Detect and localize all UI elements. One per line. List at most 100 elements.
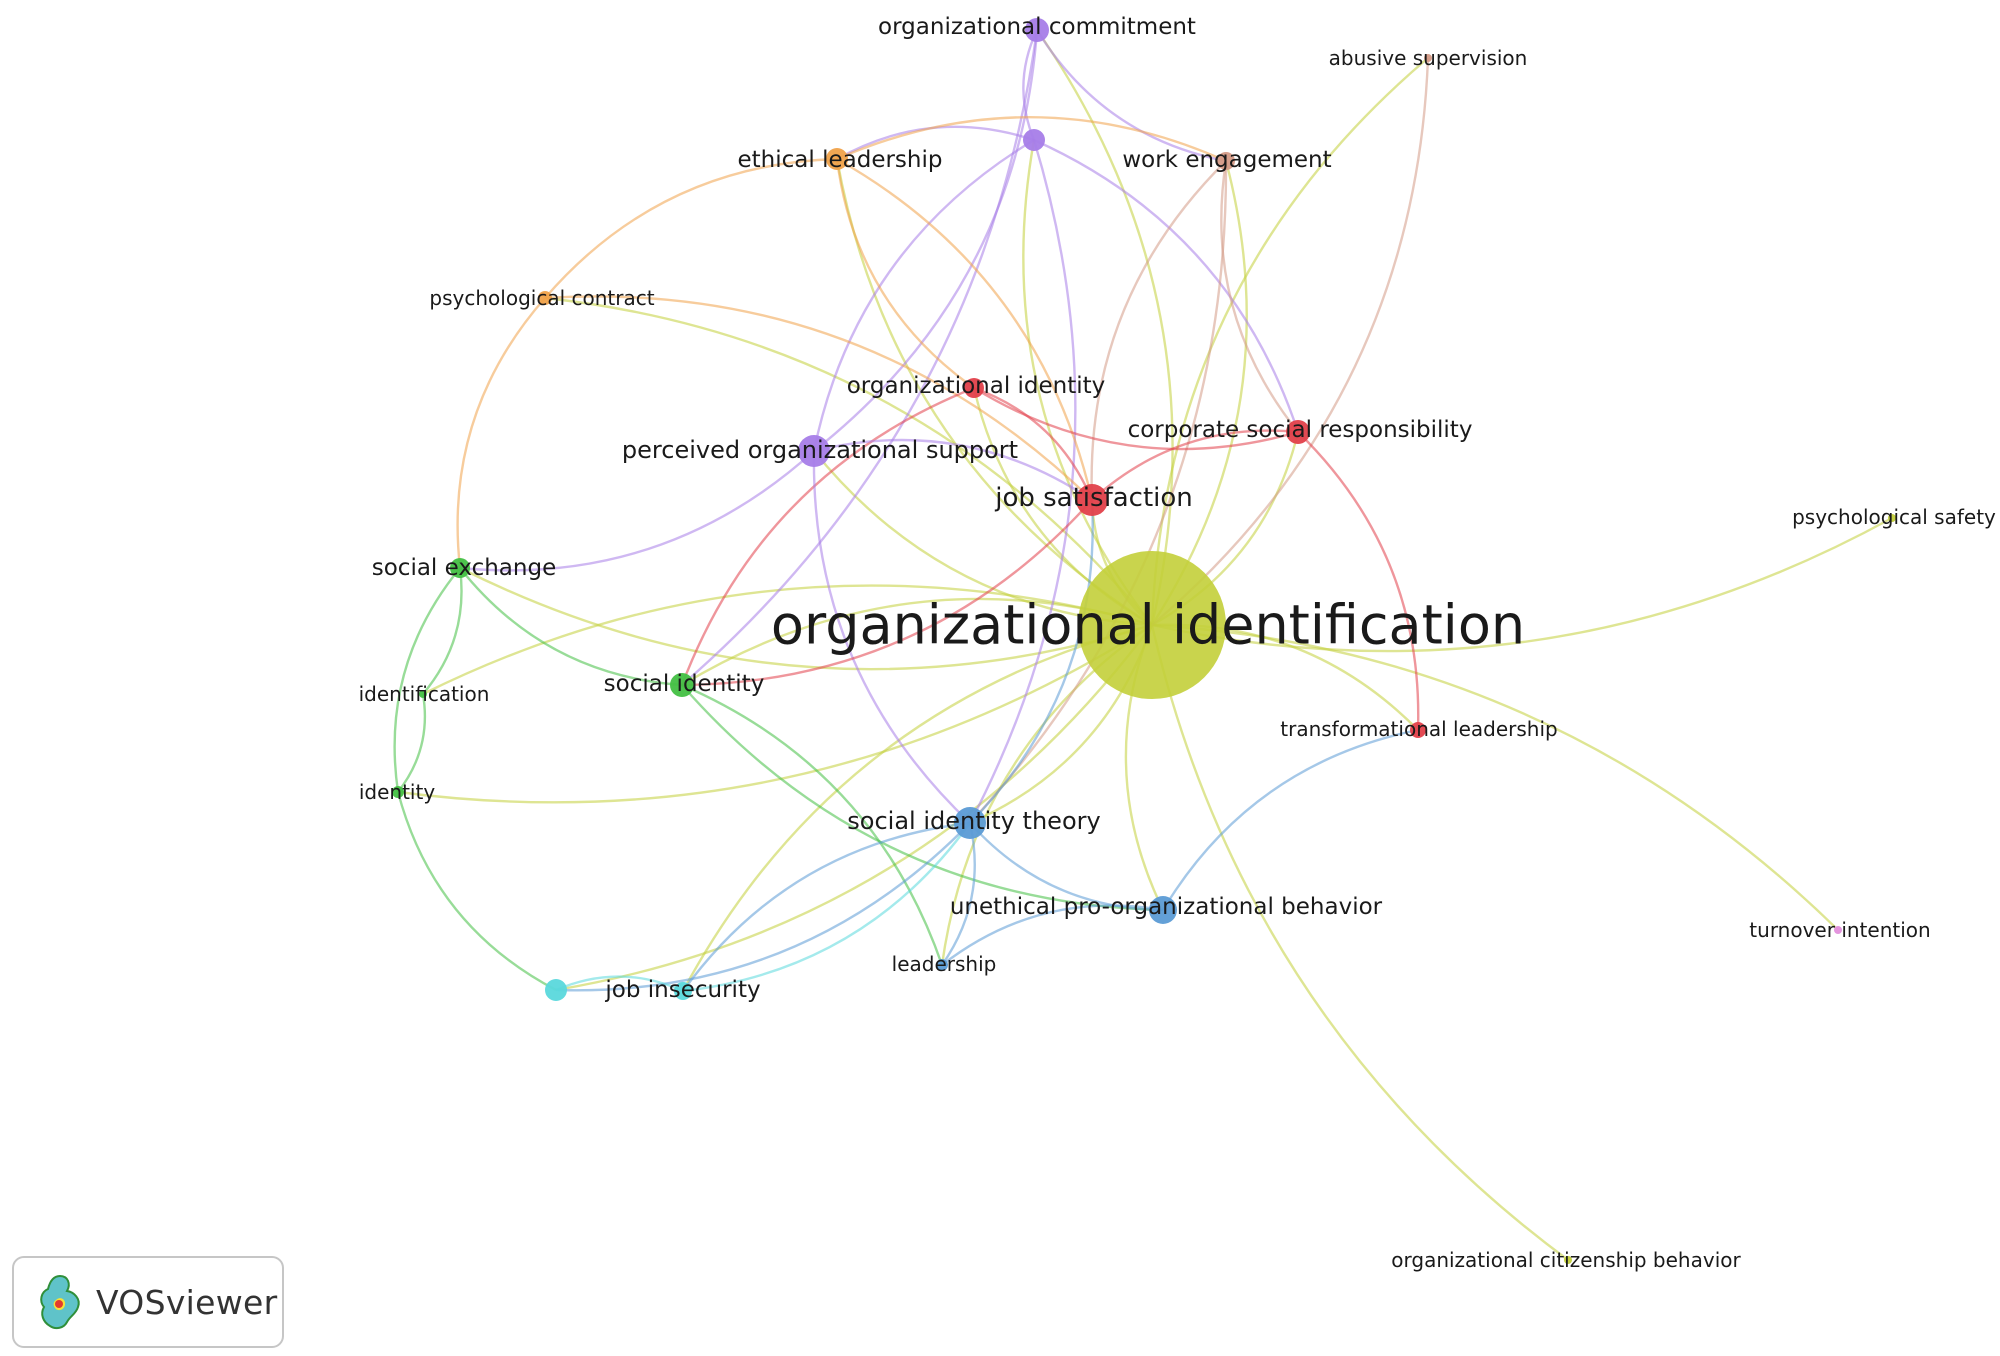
label-oc: organizational commitment xyxy=(878,14,1196,40)
label-ps: psychological safety xyxy=(1792,505,1996,529)
vosviewer-badge: VOSviewer xyxy=(12,1256,284,1348)
edge-pos-js xyxy=(813,438,1093,501)
edge-pc-se xyxy=(456,297,546,569)
label-el: ethical leadership xyxy=(738,147,943,173)
edge-oi-pc xyxy=(544,296,1153,626)
edge-upb-lead xyxy=(941,904,1164,966)
label-upb: unethical pro-organizational behavior xyxy=(950,894,1383,920)
edge-js-sid xyxy=(681,499,1093,687)
edge-oi-p2 xyxy=(1022,139,1153,626)
edge-pos-se xyxy=(459,450,815,572)
edge-as-oi xyxy=(1151,57,1430,626)
node-oc[interactable] xyxy=(1025,18,1049,42)
edge-el-we xyxy=(836,116,1227,163)
edge-oc-we xyxy=(1035,29,1227,163)
edge-pos-sit xyxy=(812,450,971,824)
node-csr[interactable] xyxy=(1286,420,1310,444)
node-orgid[interactable] xyxy=(964,378,984,398)
edge-csr-js xyxy=(1091,429,1299,501)
edge-sid-upb xyxy=(681,684,1164,912)
edge-layer xyxy=(393,29,1893,1261)
edge-sit-c1 xyxy=(555,822,971,992)
vosviewer-logo-text: VOSviewer xyxy=(96,1282,278,1322)
edge-orgid-csr xyxy=(973,386,1299,451)
edge-oi-ocb xyxy=(1150,624,1569,1261)
node-idt[interactable] xyxy=(392,786,404,798)
node-as[interactable] xyxy=(1424,54,1432,62)
edge-oi-oc xyxy=(1036,29,1174,626)
edge-oi-ti xyxy=(1151,623,1839,931)
label-csr: corporate social responsibility xyxy=(1128,417,1473,443)
label-js: job satisfaction xyxy=(994,483,1193,513)
edge-sit-lead xyxy=(941,822,976,966)
edge-se-idt xyxy=(393,567,461,793)
node-sit[interactable] xyxy=(954,807,986,839)
label-pos: perceived organizational support xyxy=(622,436,1018,464)
edge-el-pc xyxy=(544,157,838,299)
edge-el-js xyxy=(836,157,1094,501)
node-js[interactable] xyxy=(1076,484,1108,516)
label-as: abusive supervision xyxy=(1329,46,1528,70)
edge-oi-ji xyxy=(681,623,1153,992)
label-tl: transformational leadership xyxy=(1280,717,1557,741)
edge-oi-as xyxy=(1150,57,1429,626)
edge-se-sid xyxy=(459,567,683,687)
label-ti: turnover intention xyxy=(1749,918,1930,942)
edge-orgid-sid xyxy=(680,386,975,686)
edge-oc-p2 xyxy=(1022,29,1039,141)
edge-pc-js xyxy=(544,295,1093,501)
edge-we-js xyxy=(1090,160,1227,501)
edge-oc-sid xyxy=(681,29,1039,686)
label-ident: identification xyxy=(359,682,490,706)
edge-sit-js xyxy=(969,499,1094,824)
label-ocb: organizational citizenship behavior xyxy=(1391,1248,1741,1272)
label-idt: identity xyxy=(359,780,435,804)
label-we: work engagement xyxy=(1122,147,1331,173)
label-pc: psychological contract xyxy=(429,286,654,310)
node-p2[interactable] xyxy=(1023,129,1045,151)
node-pos[interactable] xyxy=(798,435,830,467)
label-ji: job insecurity xyxy=(604,977,760,1003)
node-oi[interactable] xyxy=(1078,551,1226,699)
vosviewer-logo-icon xyxy=(40,1274,80,1330)
edge-ident-idt xyxy=(397,693,427,793)
node-el[interactable] xyxy=(826,148,848,170)
node-layer xyxy=(392,18,1896,1264)
node-we[interactable] xyxy=(1217,152,1235,170)
edge-orgid-js xyxy=(973,386,1094,501)
edge-idt-c1 xyxy=(396,791,557,992)
label-sit: social identity theory xyxy=(847,807,1100,835)
node-se[interactable] xyxy=(450,558,470,578)
edge-csr-tl xyxy=(1297,431,1420,731)
node-ji[interactable] xyxy=(674,982,692,1000)
edge-oi-ps xyxy=(1151,516,1893,653)
node-c1[interactable] xyxy=(545,979,567,1001)
node-sid[interactable] xyxy=(670,673,694,697)
edge-we-csr xyxy=(1220,160,1299,433)
node-ps[interactable] xyxy=(1888,514,1896,522)
edge-sit-ji xyxy=(682,821,971,992)
node-ti[interactable] xyxy=(1834,926,1842,934)
edge-sit-upb xyxy=(969,822,1164,912)
node-lead[interactable] xyxy=(936,959,948,971)
node-ident[interactable] xyxy=(419,690,427,698)
edge-oi-idt xyxy=(397,623,1153,804)
edge-we-sit xyxy=(969,160,1228,824)
edge-se-ident xyxy=(422,567,463,695)
node-upb[interactable] xyxy=(1149,896,1177,924)
node-pc[interactable] xyxy=(538,291,552,305)
edge-p2-pos xyxy=(812,138,1035,452)
label-sid: social identity xyxy=(604,671,765,697)
edge-upb-tl xyxy=(1161,728,1419,911)
label-orgid: organizational identity xyxy=(847,373,1106,399)
label-layer: organizational identificationorganizatio… xyxy=(359,14,1996,1272)
edge-el-orgid xyxy=(835,158,975,389)
node-tl[interactable] xyxy=(1410,722,1426,738)
edge-oi-se xyxy=(459,566,1153,671)
edge-ji-sit xyxy=(682,822,971,993)
label-lead: leadership xyxy=(892,952,997,976)
node-ocb[interactable] xyxy=(1564,1256,1572,1264)
label-se: social exchange xyxy=(372,555,556,581)
edge-p2-csr xyxy=(1033,138,1300,433)
